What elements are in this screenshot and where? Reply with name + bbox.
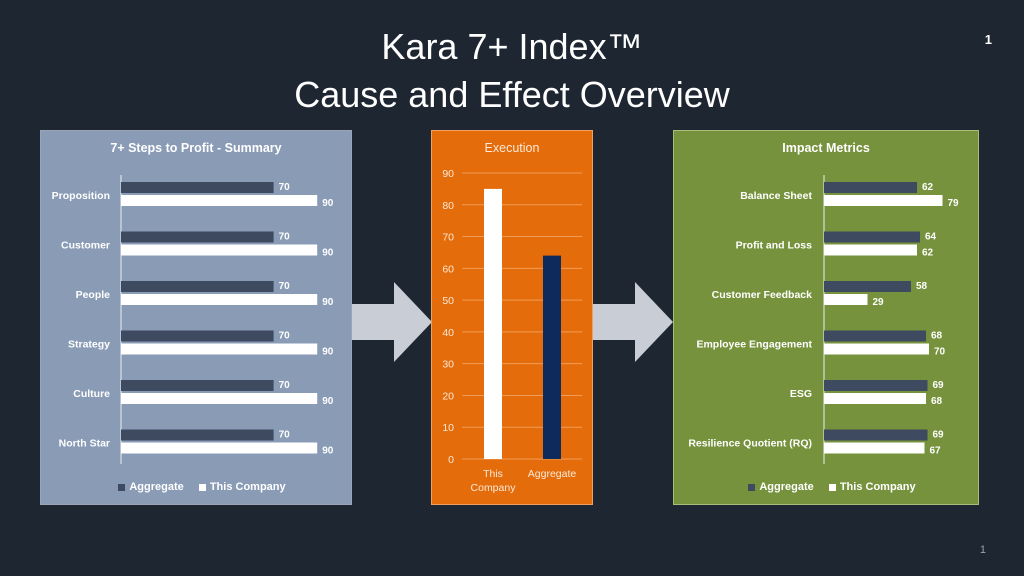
bar-this-company [121, 195, 318, 206]
arrow-right-icon [593, 282, 673, 362]
category-label: People [76, 289, 111, 301]
bar-aggregate [824, 429, 928, 441]
bar-this-company [121, 343, 318, 355]
y-tick-label: 40 [442, 327, 454, 339]
legend-aggregate-label: Aggregate [759, 481, 814, 493]
data-label: 70 [279, 331, 291, 342]
slide-title-line2: Cause and Effect Overview [294, 74, 730, 115]
y-tick-label: 50 [442, 295, 454, 307]
execution-bar [484, 188, 502, 459]
data-label: 62 [922, 182, 934, 193]
bar-this-company [824, 442, 925, 454]
bar-this-company [824, 195, 943, 206]
category-label: Customer Feedback [712, 289, 813, 301]
category-label: Balance Sheet [740, 190, 812, 202]
y-tick-label: 10 [442, 422, 454, 434]
category-label: ESG [790, 388, 812, 400]
bar-this-company [824, 244, 917, 256]
bar-this-company [824, 294, 868, 305]
category-label: Strategy [68, 339, 110, 351]
data-label: 90 [322, 347, 334, 358]
legend-aggregate-swatch [748, 483, 756, 491]
data-label: 79 [948, 198, 960, 209]
data-label: 90 [322, 297, 334, 308]
y-tick-label: 80 [442, 200, 454, 212]
bar-this-company [121, 294, 318, 305]
data-label: 90 [322, 446, 334, 457]
slide-title-line1: Kara 7+ Index™ [381, 26, 643, 67]
bar-aggregate [824, 182, 917, 193]
data-label: 62 [922, 248, 934, 259]
bar-aggregate [824, 330, 926, 342]
category-label: Culture [73, 388, 110, 400]
legend-aggregate-label: Aggregate [129, 481, 184, 493]
steps-summary-chart: Proposition7090Customer7090People7090Str… [52, 175, 334, 464]
category-label: Employee Engagement [696, 339, 812, 351]
bar-aggregate [121, 429, 274, 441]
category-label: Resilience Quotient (RQ) [688, 438, 812, 450]
legend-aggregate-swatch [118, 483, 126, 491]
data-label: 68 [931, 331, 943, 342]
steps-summary-title: 7+ Steps to Profit - Summary [110, 141, 282, 155]
data-label: 70 [279, 281, 291, 292]
data-label: 68 [931, 396, 943, 407]
y-tick-label: 20 [442, 390, 454, 402]
data-label: 29 [873, 297, 885, 308]
bar-aggregate [121, 231, 274, 243]
data-label: 70 [934, 347, 946, 358]
legend-this-company-swatch [198, 483, 206, 491]
category-label: Customer [61, 240, 110, 252]
bar-aggregate [121, 380, 274, 391]
bar-aggregate [121, 330, 274, 342]
data-label: 64 [925, 232, 937, 243]
legend-this-company-label: This Company [839, 481, 916, 493]
bar-this-company [121, 244, 318, 256]
data-label: 69 [933, 380, 945, 391]
category-label: North Star [59, 438, 110, 450]
y-tick-label: 60 [442, 263, 454, 275]
bar-aggregate [824, 231, 920, 243]
data-label: 70 [279, 380, 291, 391]
data-label: 90 [322, 198, 334, 209]
steps-summary-panel: 7+ Steps to Profit - Summary Proposition… [40, 130, 352, 505]
bar-this-company [121, 442, 318, 454]
y-tick-label: 90 [442, 168, 454, 180]
x-category-label: Aggregate [528, 468, 577, 480]
legend-this-company-swatch [828, 483, 836, 491]
data-label: 90 [322, 396, 334, 407]
y-tick-label: 70 [442, 232, 454, 244]
bar-this-company [824, 343, 929, 355]
y-tick-label: 30 [442, 359, 454, 371]
bar-aggregate [121, 281, 274, 292]
data-label: 70 [279, 232, 291, 243]
execution-bar [543, 255, 561, 459]
y-tick-label: 0 [448, 454, 454, 466]
impact-metrics-legend: Aggregate This Company [674, 481, 978, 493]
category-label: Profit and Loss [736, 240, 813, 252]
data-label: 70 [279, 182, 291, 193]
corner-page-number: 1 [984, 32, 992, 47]
bar-aggregate [824, 281, 911, 292]
data-label: 90 [322, 248, 334, 259]
execution-title: Execution [484, 141, 540, 155]
steps-summary-legend: Aggregate This Company [41, 481, 351, 493]
footer-page-number: 1 [979, 544, 986, 556]
data-label: 69 [933, 430, 945, 441]
bar-this-company [824, 393, 926, 404]
data-label: 67 [930, 446, 942, 457]
bar-aggregate [121, 182, 274, 193]
legend-this-company-label: This Company [209, 481, 286, 493]
bar-aggregate [824, 380, 928, 391]
arrow-right-icon [352, 282, 432, 362]
data-label: 58 [916, 281, 928, 292]
impact-metrics-title: Impact Metrics [782, 141, 870, 155]
data-label: 70 [279, 430, 291, 441]
bar-this-company [121, 393, 318, 404]
category-label: Proposition [52, 190, 110, 202]
